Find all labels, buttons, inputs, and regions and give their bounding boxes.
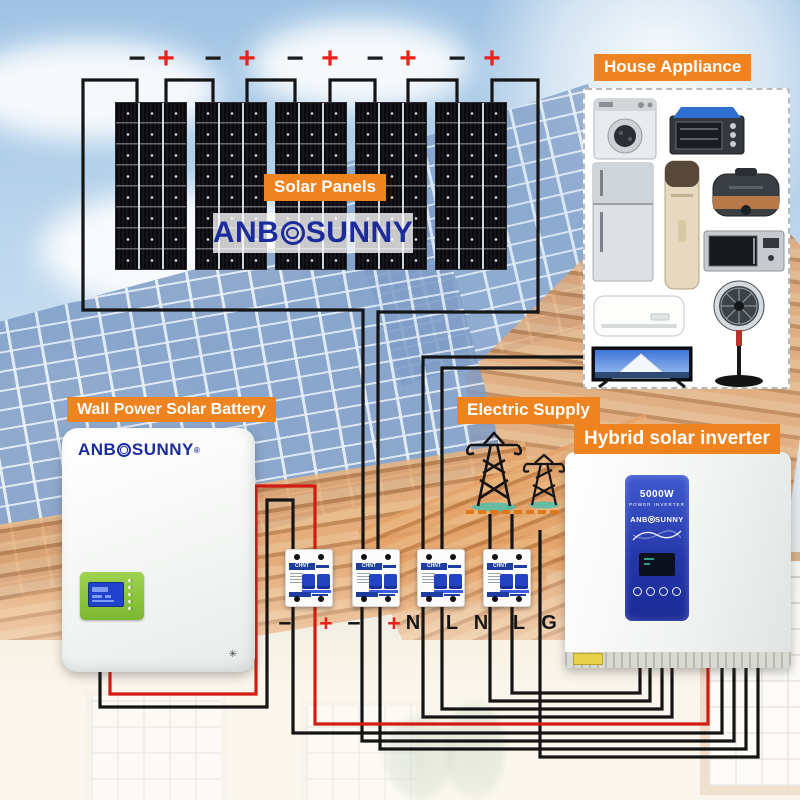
wire-breaker1-to-inverter-negative [291,600,724,735]
registered-mark: ® [193,445,201,455]
warning-label [573,653,603,665]
brand-watermark: ANB SUNNY [213,213,413,253]
breaker-toggle [369,574,398,593]
terminal-label: − [278,610,292,636]
pv-terminal-label: − [128,42,146,75]
wire-ground [538,530,760,759]
inverter-buttons [633,587,681,596]
wire-panel-bridge-3 [328,78,377,103]
wire-battery-positive [108,484,317,696]
terminal-label: N [473,612,489,634]
pv-terminal-label: + [483,42,501,75]
breaker-toggle [434,574,463,593]
refrigerator-icon [592,162,654,282]
wire-breaker3-to-appliances-n [421,355,583,556]
brand-o-icon [648,516,655,523]
brand-prefix: ANB [212,216,280,249]
house-appliance-box [583,88,790,389]
solar-panel [115,102,187,270]
solar-panels-label: Solar Panels [264,174,387,201]
washing-machine-icon [593,98,657,160]
pv-terminal-label: − [204,42,222,75]
inverter-base [565,652,791,668]
brand-logo: ANB SUNNY [213,216,413,250]
rice-cooker-icon [712,168,780,217]
breaker-brand-text: CHNT [356,563,382,570]
terminal-label: + [319,610,333,636]
terminal-label: L [445,612,459,634]
inverter-front-panel: 5000W POWER INVERTER ANB SUNNY [625,475,689,621]
screw-icon: ✳ [228,649,237,660]
pv-terminal-label: − [448,42,466,75]
wire-breaker3-to-appliances-l [440,366,583,556]
circuit-breaker-grid: CHNT [483,549,531,607]
wire-breaker3-to-inverter-l [440,600,664,711]
terminal-label: N [405,612,421,634]
solar-panel [435,102,507,270]
breaker-brand-text: CHNT [289,563,315,570]
pv-terminal-label: − [366,42,384,75]
inverter-brand-logo: ANB SUNNY [625,515,689,524]
terminal-label: L [512,612,526,634]
wire-panel-bridge-1 [164,78,215,103]
wire-breaker3-to-inverter-n [421,600,674,719]
battery-display [80,572,144,620]
terminal-label: + [387,610,401,636]
circuit-breaker-load: CHNT [417,549,465,607]
floor-air-conditioner-icon [664,160,700,290]
pv-terminal-label: + [321,42,339,75]
brand-prefix: ANB [78,440,117,459]
brand-o-icon [117,442,132,458]
terminal-label: − [347,610,361,636]
brand-suffix: SUNNY [131,440,194,459]
inverter-power-rating: 5000W [639,489,675,500]
terminal-label: G [541,612,557,634]
battery-label: Wall Power Solar Battery [67,397,276,423]
breaker-toggle [302,574,331,593]
inverter-lcd-screen [639,553,675,576]
wire-breaker4-to-inverter-l [510,600,642,695]
grid-dashed-line [466,510,558,514]
pv-terminal-label: + [399,42,417,75]
wave-graphic [632,530,682,541]
wire-breaker2-to-inverter-a [360,600,736,743]
battery-brand-logo: ANB SUNNY® [78,440,200,460]
oven-icon [669,107,745,155]
pv-terminal-label: + [238,42,256,75]
wire-breaker2-to-inverter-b [378,600,748,751]
battery-lcd-screen [88,582,124,607]
circuit-breaker-battery: CHNT [285,549,333,607]
breaker-toggle [500,574,529,593]
pv-terminal-label: − [286,42,304,75]
house-appliance-label: House Appliance [594,54,752,81]
pv-terminal-label: + [157,42,175,75]
cloud [250,20,470,110]
television-icon [591,346,693,388]
wire-pv-negative [81,78,365,556]
wire-breaker1-to-inverter-positive [313,600,710,726]
brand-suffix: SUNNY [655,515,684,524]
wall-air-conditioner-icon [593,295,685,337]
power-towers-icon [465,431,566,512]
inverter-title: POWER INVERTER [629,502,685,507]
breaker-brand-text: CHNT [487,563,513,570]
inverter-label: Hybrid solar inverter [574,424,780,454]
inverter-unit: 5000W POWER INVERTER ANB SUNNY [565,452,791,668]
wire-battery-negative [98,498,295,709]
circuit-breaker-pv: CHNT [352,549,400,607]
microwave-icon [703,230,785,272]
wire-pv-positive [376,78,540,556]
wire-panel-bridge-2 [245,78,297,103]
stand-fan-icon [713,280,765,387]
brand-o-icon [280,221,305,245]
wire-panel-bridge-4 [406,78,459,103]
brand-suffix: SUNNY [305,216,414,249]
wire-breaker4-to-inverter-n [488,600,652,703]
brand-prefix: ANB [630,515,648,524]
electric-supply-label: Electric Supply [457,397,600,424]
battery-unit: ANB SUNNY® ✳ [62,428,255,672]
breaker-brand-text: CHNT [421,563,447,570]
battery-led-indicators [128,579,131,614]
